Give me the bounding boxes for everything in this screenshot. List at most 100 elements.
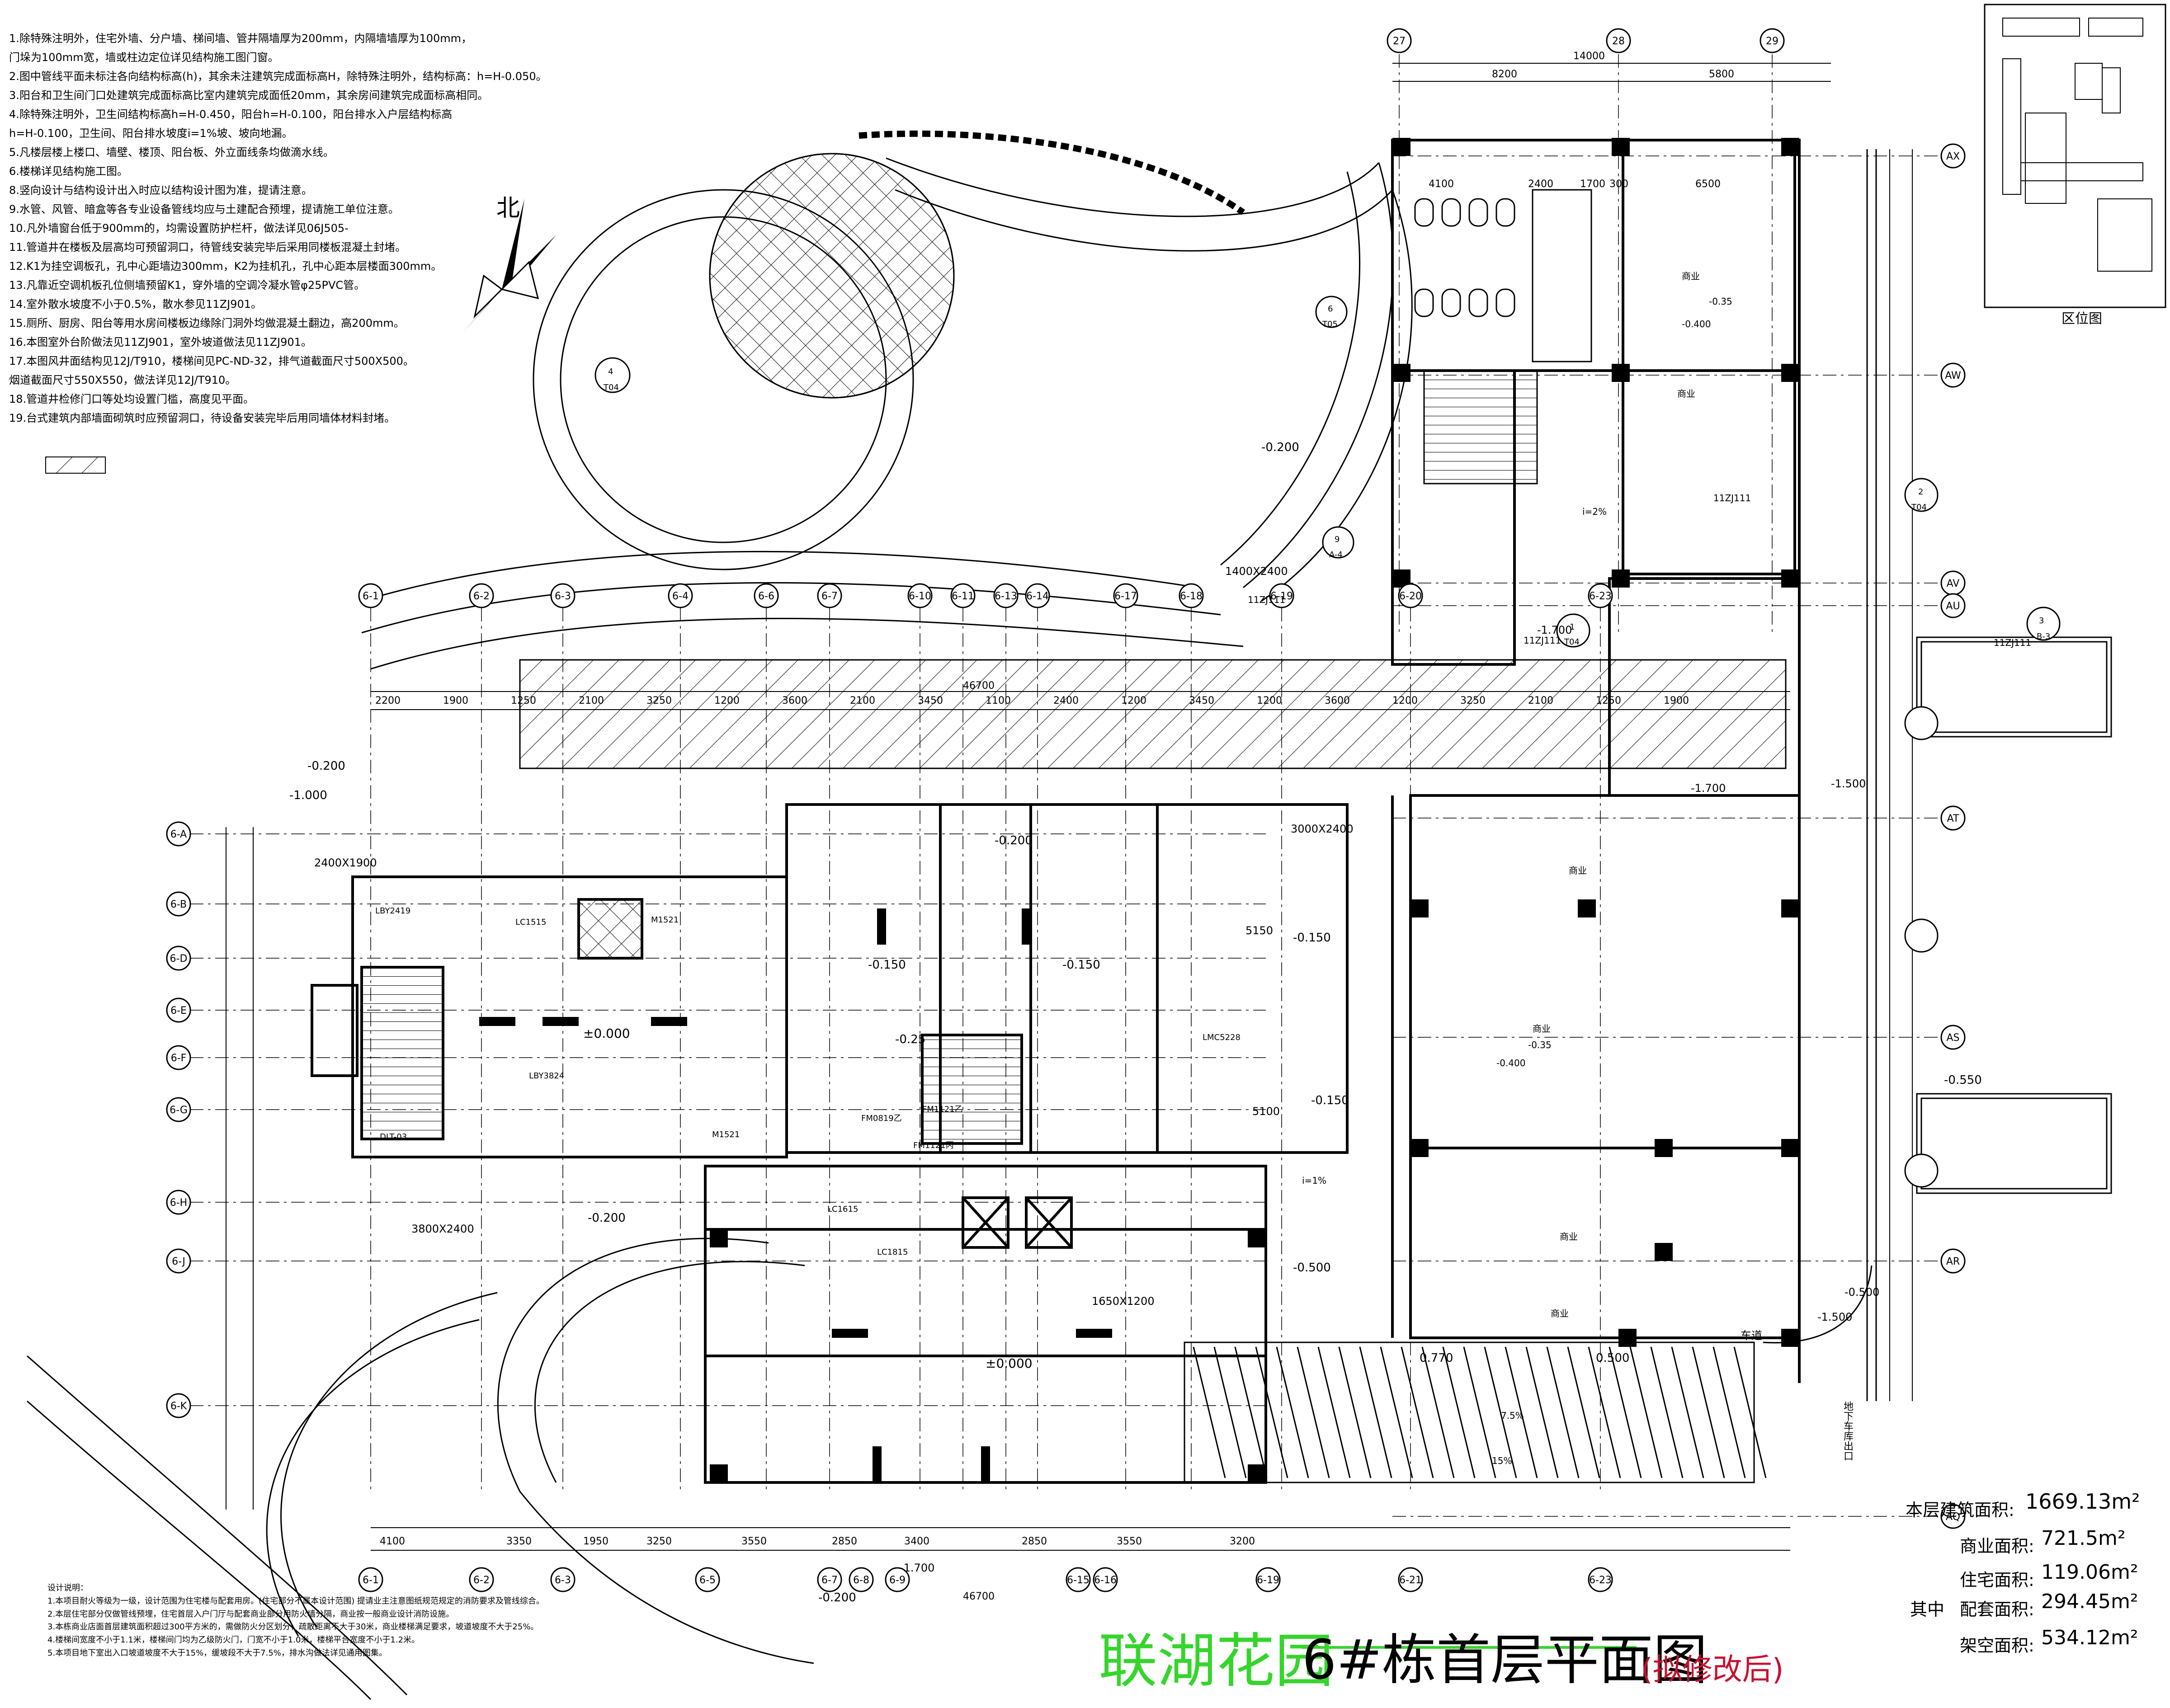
axis-bubble (907, 583, 933, 608)
elev-shop-3: -0.35 (1528, 1040, 1552, 1050)
note-line: 4.除特殊注明外，卫生间结构标高h=H-0.450，阳台h=H-0.100，阳台… (9, 108, 453, 121)
axis-bubble-right (1940, 1504, 1966, 1529)
dim-main-label: 2100 (1528, 695, 1553, 706)
dim-bottom-label: 1950 (583, 1536, 609, 1547)
door-window-tag: LC1615 (827, 1205, 859, 1214)
axis-bubble (1025, 583, 1050, 608)
axis-bubble-top (1760, 28, 1785, 53)
note-line: 10.凡外墙窗台低于900mm的，均需设置防护栏杆，做法详见06J505- (9, 222, 349, 235)
ref-11zj-2: 11ZJ111 (1248, 594, 1286, 605)
bottom-note-line: 4.楼梯间宽度不小于1.1米，楼梯间门均为乙级防火门，门宽不小于1.0米，楼梯平… (47, 1635, 420, 1645)
bottom-design-notes: 设计说明：1.本项目耐火等级为一级，设计范围为住宅楼与配套用房。(住宅部分不属本… (47, 1582, 544, 1660)
axis-bubble-left-label: 6-K (170, 1401, 187, 1412)
axis-bubble-label: 6-6 (758, 591, 774, 602)
elev-i-1: 0.500 (1596, 1351, 1630, 1365)
bottom-note-line: 2.本层住宅部分仅做管线预埋，住宅首层入户门厅与配套商业部分用防火墙分隔，商业按… (47, 1609, 454, 1619)
elev-shop-2: -0.400 (1682, 319, 1711, 329)
axis-bubble-right-label: AR (1946, 1256, 1960, 1267)
residential-columns (479, 908, 1266, 1482)
elev-b-5: -0.200 (818, 1591, 856, 1604)
axis-bubble-bottom (550, 1567, 576, 1592)
stat-support-value: 294.45m² (2041, 1590, 2138, 1613)
title-status: (拟修改后) (1641, 1652, 1784, 1687)
section-ref-text: 9 (1335, 535, 1340, 544)
door-window-tag: FM0819乙 (861, 1114, 902, 1123)
room-shop-1: 商业 (1682, 271, 1700, 282)
note-line: 13.凡靠近空调机板孔位侧墙预留K1，穿外墙的空调冷凝水管φ25PVC管。 (9, 279, 365, 292)
axis-bubble-bottom (885, 1567, 910, 1592)
dim-main-label: 1100 (986, 695, 1011, 706)
note-line: 1.除特殊注明外，住宅外墙、分户墙、梯间墙、管井隔墙厚为200mm，内隔墙墙厚为… (9, 32, 472, 45)
elev-shop-4: -0.400 (1496, 1058, 1526, 1068)
axis-bubble-right (1940, 362, 1966, 388)
axis-bubble (817, 583, 842, 608)
elev-g-1: -0.25 (895, 1033, 926, 1046)
axis-bubble-right (1940, 593, 1966, 618)
axis-bubble-label: 6-20 (1399, 591, 1422, 602)
driveway-label: 车道 (1741, 1329, 1762, 1342)
axis-bubble-right-label: AQ (1946, 1511, 1960, 1523)
dim-main-label: 1250 (511, 695, 536, 706)
stat-total-value: 1669.13m² (2025, 1489, 2140, 1514)
dim-bottom-label: 2850 (832, 1536, 857, 1547)
elev-d-1: -1.000 (289, 789, 327, 802)
axis-bubble-label: 6-23 (1589, 591, 1612, 602)
axis-bubble-bottom-label: 6-8 (853, 1575, 869, 1586)
axis-bubble-left (166, 821, 191, 847)
stat-res-label: 住宅面积: (1960, 1570, 2034, 1590)
section-ref-text: 2 (1918, 487, 1924, 497)
ref-11zj-1: 11ZJ111 (1524, 635, 1561, 646)
axis-bubble-bottom-label: 6-9 (889, 1575, 906, 1586)
axis-bubble-bottom (1066, 1567, 1091, 1592)
elev-b-3: -0.200 (307, 759, 345, 773)
section-ref-markers (594, 296, 2061, 1188)
elev-c-1: -0.550 (1944, 1073, 1982, 1087)
ref-11zj-3: 11ZJ111 (1713, 493, 1751, 503)
dim-main-label: 1900 (1664, 695, 1689, 706)
note-line: 19.台式建筑内部墙面砌筑时应预留洞口，待设备安装完毕后用同墙体材料封堵。 (9, 412, 396, 424)
slope-4: 15% (1492, 1455, 1512, 1466)
axis-bubble-bottom-label: 6-16 (1094, 1575, 1117, 1586)
window-size-tag: 5150 (1245, 924, 1274, 937)
bottom-note-line: 设计说明： (47, 1583, 88, 1593)
north-label: 北 (496, 195, 520, 222)
note-line: 5.凡楼层楼上楼口、墙壁、楼顶、阳台板、外立面线条均做滴水线。 (9, 146, 334, 159)
dim-d: 300 (1609, 179, 1628, 190)
axis-bubble (668, 583, 693, 608)
elev-e-1: -1.500 (1831, 777, 1866, 790)
section-ref-text: A-4 (1329, 550, 1343, 560)
note-line: 3.阳台和卫生间门口处建筑完成面标高比室内建筑完成面低20mm，其余房间建筑完成… (9, 89, 489, 102)
axis-bubble-right (1940, 1248, 1966, 1274)
door-window-tag: M1521 (712, 1130, 740, 1139)
axis-bubble-top (1387, 28, 1412, 53)
dim-main-label: 2100 (579, 695, 604, 706)
axis-bubble-left (166, 1190, 191, 1215)
axis-bubble (1398, 583, 1423, 608)
note-line: 6.楼梯详见结构施工图。 (9, 165, 128, 178)
elev-lobby-2: ±0.000 (986, 1356, 1033, 1371)
stat-of-which: 其中 (1910, 1600, 1945, 1619)
axis-bubble-label: 6-17 (1114, 591, 1137, 602)
location-map-buildings (2002, 18, 2152, 272)
axis-bubble (469, 583, 494, 608)
section-ref-text: 1 (1570, 622, 1575, 632)
note-line: h=H-0.100，卫生间、阳台排水坡度i=1%坡、坡向地漏。 (9, 127, 293, 140)
dim-bottom-label: 3550 (1117, 1536, 1142, 1547)
dim-bottom-label: 3200 (1230, 1536, 1255, 1547)
section-ref-text: T04 (1564, 637, 1580, 647)
elev-a-1: -0.150 (868, 958, 906, 972)
door-window-tag: M1521 (651, 915, 679, 925)
note-line: 2.图中管线平面未标注各向结构标高(h)，其余未注建筑完成面标高H，除特殊注明外… (9, 70, 547, 83)
elev-a-3: -0.150 (1293, 931, 1331, 945)
section-ref-text: B-3 (2037, 632, 2051, 641)
residential-building (311, 803, 1349, 1484)
slope-1: i=1% (1302, 1175, 1327, 1186)
title-drawing-name: 6#栋首层平面图 (1302, 1629, 1708, 1692)
title-project-name: 联湖花园 (1099, 1627, 1334, 1695)
note-line: 16.本图室外台阶做法见11ZJ901，室外坡道做法见11ZJ901。 (9, 336, 312, 348)
dim-main-label: 3450 (1189, 695, 1214, 706)
axis-bubble-bottom-label: 6-15 (1067, 1575, 1090, 1586)
axis-bubble-left (166, 946, 191, 971)
dim-main-label: 3250 (1460, 695, 1486, 706)
slope-3: 7.5% (1501, 1410, 1524, 1421)
